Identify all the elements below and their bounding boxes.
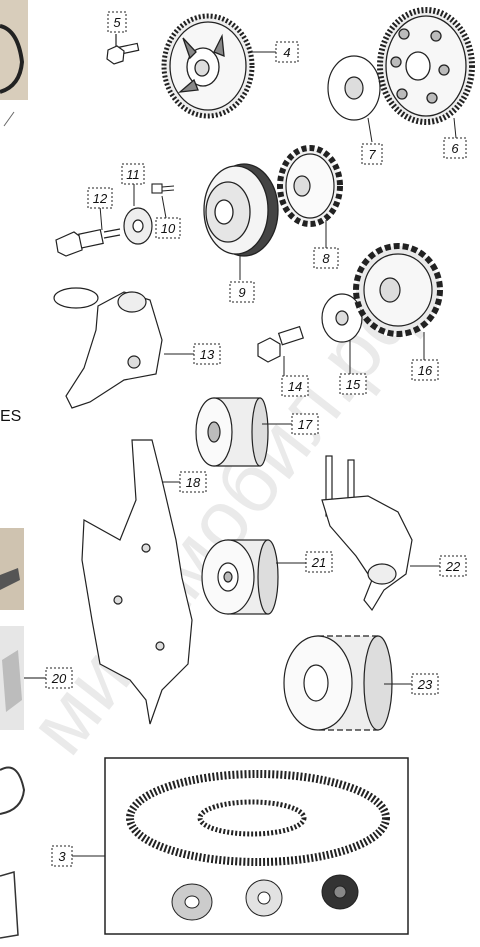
callout-box [45,667,73,689]
callout-number: 4 [283,45,290,60]
callout-16: 16 [411,359,439,381]
callout-box [107,11,127,33]
callout-box [439,555,467,577]
callout-number: 12 [93,191,108,206]
callout-number: 11 [126,167,140,182]
callout-23: 23 [411,673,439,695]
callout-number: 21 [311,555,326,570]
part-21-idler [201,539,279,615]
callout-box [305,551,333,573]
part-6-large-pulley [377,7,475,125]
callout-number: 15 [346,377,361,392]
callout-7: 7 [361,143,383,165]
callout-box [193,343,221,365]
callout-box [87,187,113,209]
callout-box [155,217,181,239]
part-15-washer [321,293,363,343]
callout-box [291,413,319,435]
callout-number: 5 [113,15,121,30]
part-11-spacer [123,207,153,245]
callout-number: 10 [161,221,176,236]
callout-20: 20 [45,667,73,689]
callout-4: 4 [275,41,299,63]
part-14-bolt [257,325,305,363]
callout-number: 9 [238,285,245,300]
callout-5: 5 [107,11,127,33]
callout-8: 8 [313,247,339,269]
callout-17: 17 [291,413,319,435]
callout-box [313,247,339,269]
callout-number: 7 [368,147,376,162]
part-17-roller [195,397,269,467]
part-8-sprocket [277,145,343,227]
callout-box [121,163,145,185]
callout-box [361,143,383,165]
part-10-small-bolt [151,183,175,194]
callout-box [411,359,439,381]
callout-11: 11 [121,163,145,185]
part-3-kit-box [104,757,409,935]
callout-22: 22 [439,555,467,577]
callout-number: 20 [51,671,67,686]
callout-number: 14 [288,379,302,394]
part-13-tensioner [53,287,163,409]
part-4-cam-pulley [161,13,255,119]
callout-number: 23 [417,677,433,692]
callout-number: 22 [445,559,461,574]
callout-box [229,281,255,303]
callout-box [275,41,299,63]
callout-number: 6 [451,141,459,156]
callout-labels: 5 4 7 6 11 12 10 8 9 13 14 15 16 17 18 21 22 20 23 3 [45,11,467,867]
callout-14: 14 [281,375,309,397]
callout-6: 6 [443,137,467,159]
left-edge-photos [0,0,28,939]
part-7-washer [327,55,381,121]
part-9-crank-pulley [203,163,279,257]
callout-13: 13 [193,343,221,365]
callout-box [443,137,467,159]
callout-number: 13 [200,347,215,362]
callout-number: 8 [322,251,330,266]
callout-number: 16 [418,363,433,378]
part-5-bolt [106,34,140,65]
callout-box [51,845,73,867]
callout-3: 3 [51,845,73,867]
callout-box [411,673,439,695]
callout-18: 18 [179,471,207,493]
callout-9: 9 [229,281,255,303]
callout-21: 21 [305,551,333,573]
part-12-stud [55,228,121,257]
callout-number: 18 [186,475,201,490]
callout-box [281,375,309,397]
callout-10: 10 [155,217,181,239]
callout-15: 15 [339,373,367,395]
callout-number: 17 [298,417,313,432]
part-18-timing-cover [81,439,193,725]
edge-text: ES [0,408,21,425]
callout-box [339,373,367,395]
callout-number: 3 [58,849,66,864]
part-22-tensioner-assembly [321,455,413,612]
callout-box [179,471,207,493]
callout-12: 12 [87,187,113,209]
part-23-toothed-idler [283,635,393,731]
part-16-sprocket [353,243,443,337]
